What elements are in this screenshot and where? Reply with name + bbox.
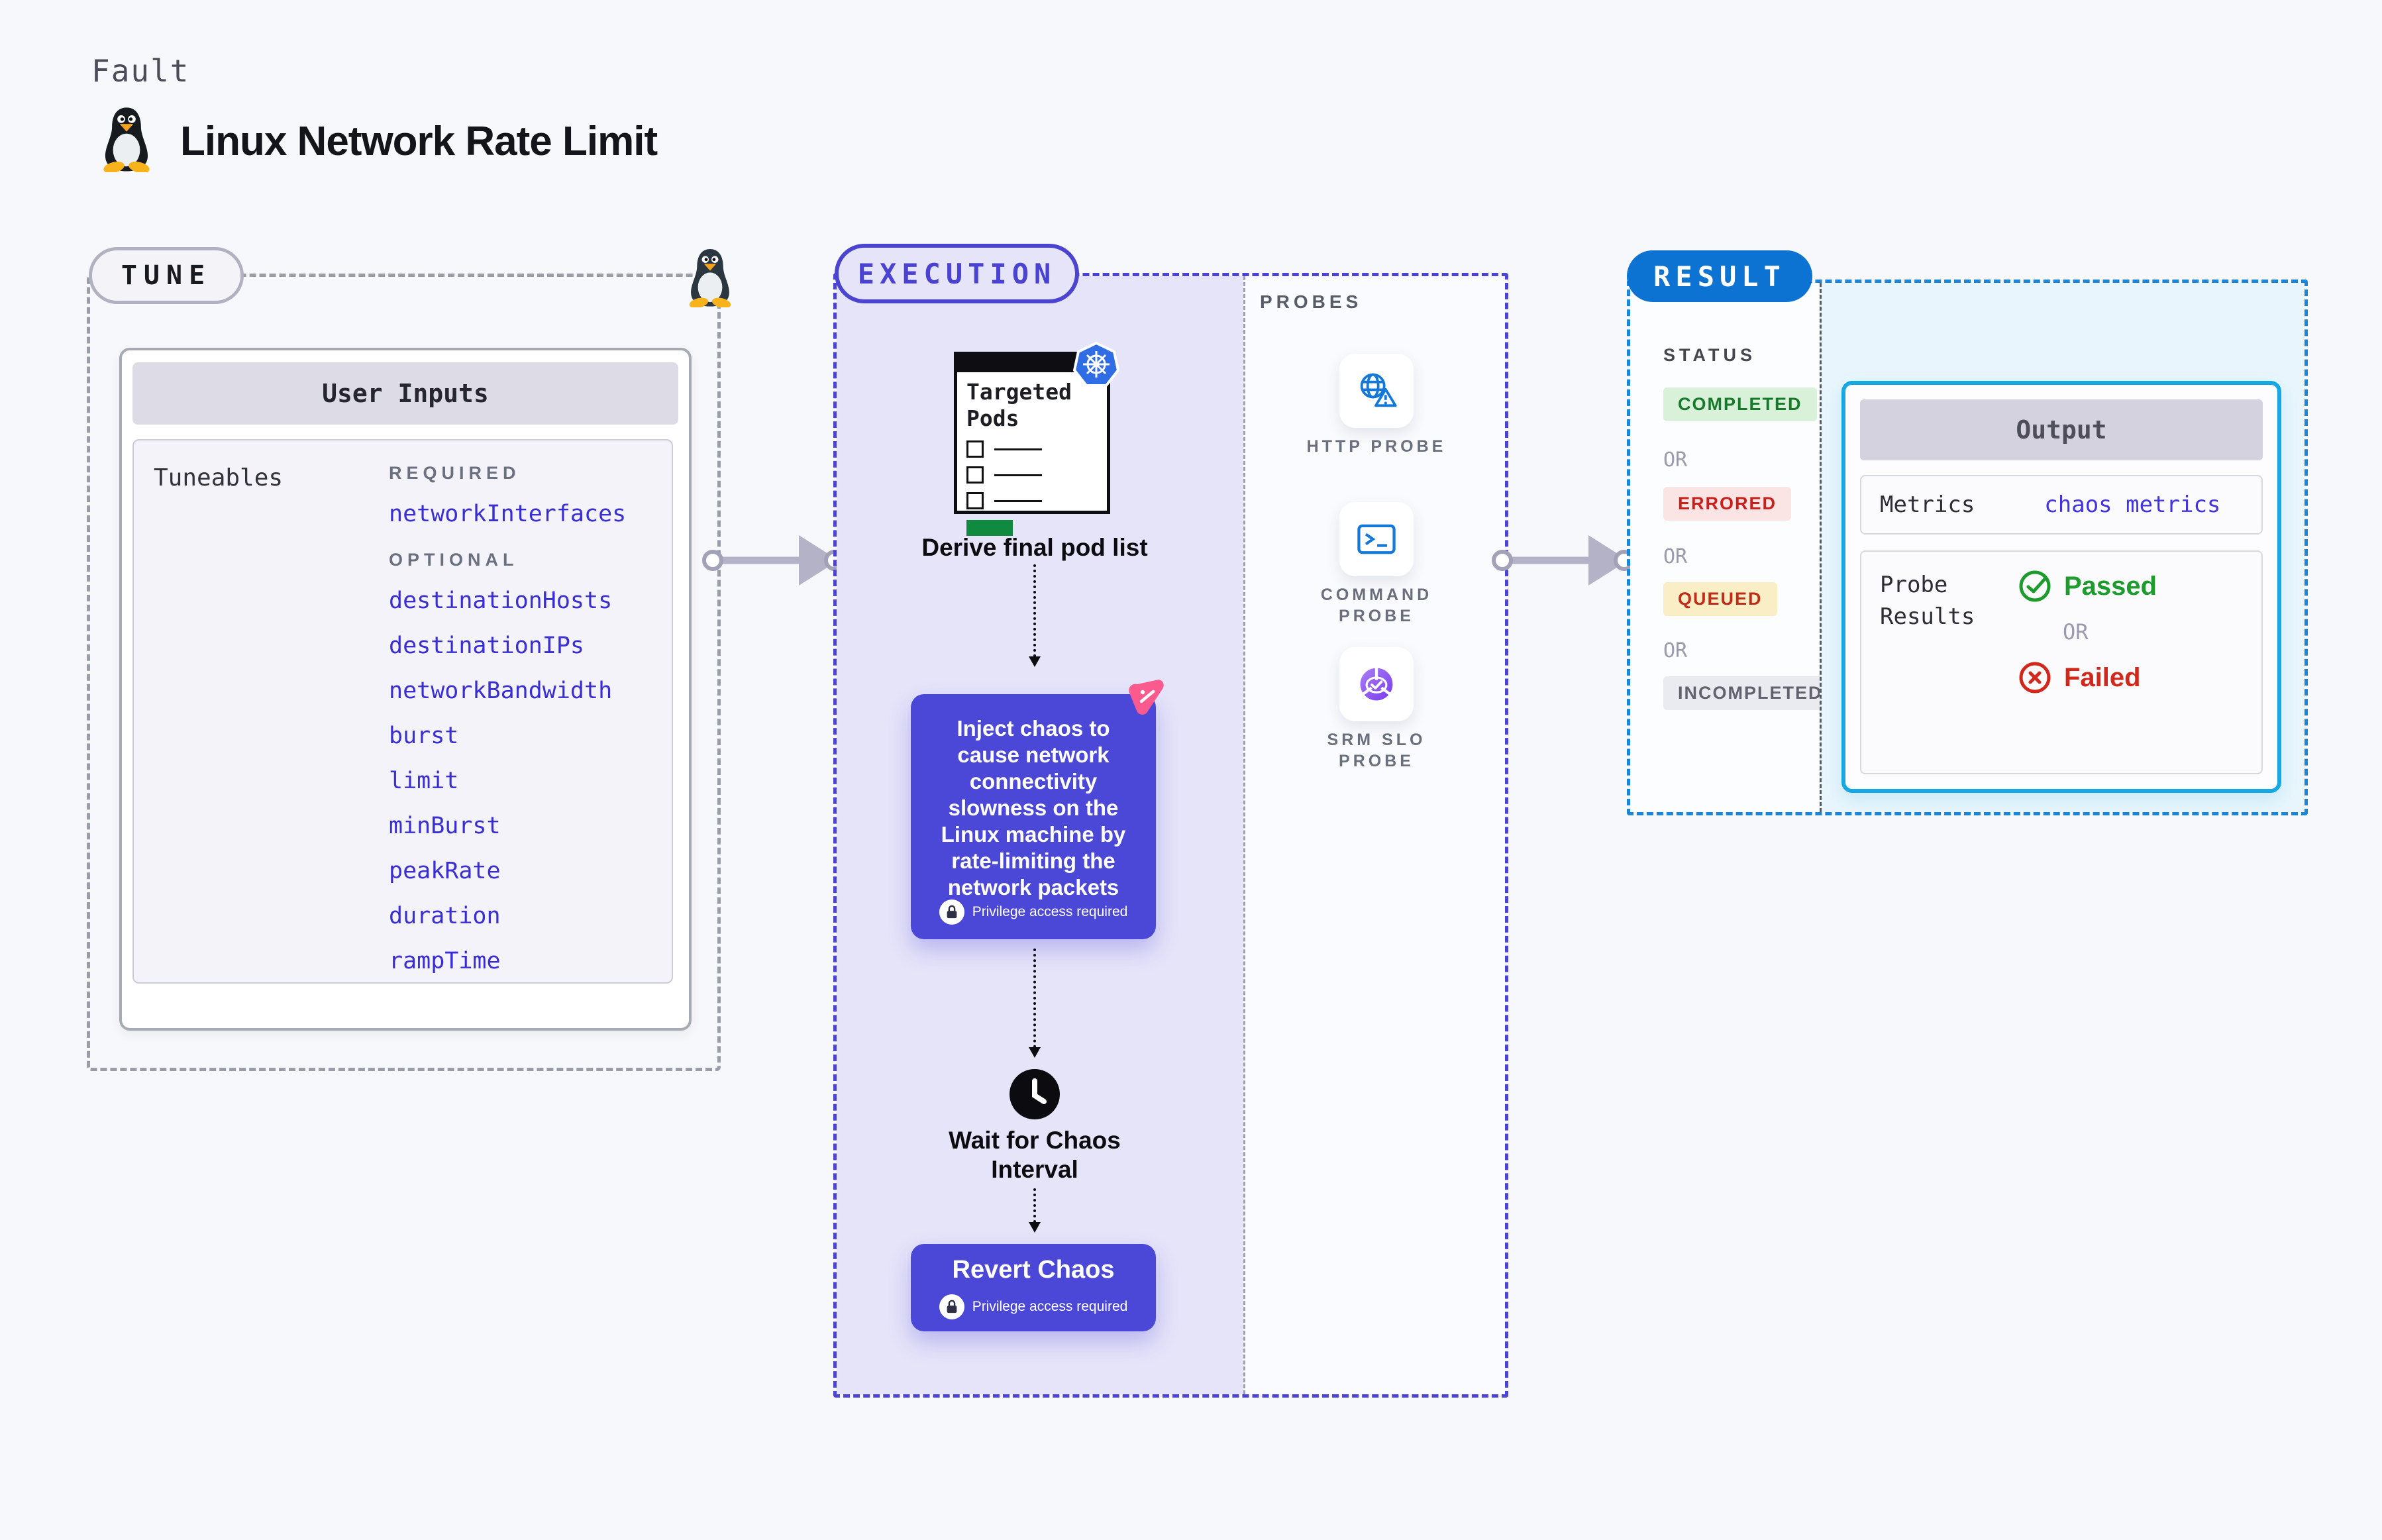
or-separator: OR (1663, 448, 1688, 472)
status-label: STATUS (1663, 345, 1756, 365)
tuneable-link[interactable]: burst (389, 723, 459, 749)
flow-arrow-icon (1492, 535, 1632, 586)
pod-list-item (966, 440, 1098, 458)
or-separator: OR (1663, 639, 1688, 662)
status-badge-errored: ERRORED (1663, 487, 1792, 521)
probes-area (1243, 276, 1505, 1394)
optional-label: OPTIONAL (389, 550, 519, 570)
targeted-pods-window: Targeted Pods (954, 352, 1110, 536)
command-probe-card (1339, 502, 1414, 576)
inject-chaos-card: Inject chaos to cause network connectivi… (911, 694, 1156, 939)
srm-slo-probe-label: SRM SLO PROBE (1327, 731, 1426, 770)
checkbox-icon (966, 440, 984, 458)
tuneable-link[interactable]: destinationHosts (389, 588, 613, 614)
checkbox-icon (966, 466, 984, 484)
page-title: Linux Network Rate Limit (180, 119, 658, 164)
lock-icon (939, 899, 964, 925)
user-inputs-card: User Inputs Tuneables REQUIRED networkIn… (119, 348, 692, 1031)
privilege-row: Privilege access required (911, 1294, 1156, 1319)
tuneable-link[interactable]: networkInterfaces (389, 501, 627, 527)
privilege-label: Privilege access required (972, 1299, 1128, 1314)
srm-slo-probe-card (1339, 647, 1414, 721)
pod-list-item (966, 492, 1098, 509)
tuneable-link[interactable]: duration (389, 903, 501, 929)
pod-line (994, 448, 1042, 450)
revert-chaos-label: Revert Chaos (952, 1256, 1115, 1284)
passed-label: Passed (2064, 571, 2157, 601)
linux-penguin-icon (103, 107, 150, 172)
inject-chaos-text: Inject chaos to cause network connectivi… (941, 716, 1126, 899)
or-separator: OR (2063, 619, 2089, 644)
linux-penguin-icon (689, 248, 731, 307)
pod-list-item (966, 466, 1098, 484)
checkbox-icon (966, 492, 984, 509)
x-circle-icon (2019, 662, 2051, 693)
down-arrow-icon (1029, 949, 1041, 1058)
metrics-label: Metrics (1880, 491, 1975, 518)
output-panel: Output Metrics chaos metrics Probe Resul… (1841, 381, 2281, 793)
status-badge-queued: QUEUED (1663, 582, 1777, 616)
privilege-row: Privilege access required (911, 899, 1156, 925)
chaos-metrics-link[interactable]: chaos metrics (2044, 491, 2221, 518)
pod-line (994, 474, 1042, 476)
status-badge-incompleted: INCOMPLETED (1663, 676, 1838, 710)
tune-section-box (87, 274, 721, 1071)
probe-results-row: Probe Results Passed OR Failed (1860, 550, 2263, 774)
wait-chaos-label: Wait for Chaos Interval (949, 1127, 1121, 1183)
fault-kind-label: Fault (91, 53, 190, 89)
flow-arrow-icon (702, 535, 843, 586)
status-badge-completed: COMPLETED (1663, 387, 1817, 421)
tune-pill: TUNE (89, 247, 244, 304)
tuneable-link[interactable]: minBurst (389, 813, 501, 839)
or-separator: OR (1663, 545, 1688, 568)
tuneables-label: Tuneables (154, 464, 284, 491)
check-circle-icon (2019, 570, 2051, 602)
execution-pill: EXECUTION (835, 244, 1079, 303)
tuneable-link[interactable]: rampTime (389, 948, 501, 974)
command-probe-label: COMMAND PROBE (1320, 586, 1433, 625)
output-title: Output (1860, 399, 2263, 460)
result-pill: RESULT (1627, 250, 1812, 302)
tuneable-link[interactable]: peakRate (389, 858, 501, 884)
tuneable-link[interactable]: limit (389, 768, 459, 794)
lock-icon (939, 1294, 964, 1319)
globe-alert-icon (1360, 373, 1397, 407)
targeted-pods-title: Targeted Pods (966, 379, 1072, 431)
failed-label: Failed (2064, 662, 2141, 692)
probe-results-label: Probe Results (1880, 572, 1975, 630)
terminal-icon (1357, 524, 1396, 554)
tuneable-link[interactable]: networkBandwidth (389, 678, 613, 704)
kubernetes-icon (1073, 342, 1119, 387)
user-inputs-title: User Inputs (132, 362, 678, 425)
http-probe-label: HTTP PROBE (1306, 437, 1447, 456)
tuneables-list: REQUIRED networkInterfaces OPTIONAL dest… (389, 463, 626, 984)
privilege-label: Privilege access required (972, 904, 1128, 919)
clock-icon (1010, 1069, 1060, 1119)
status-column: STATUS COMPLETED OR ERRORED OR QUEUED OR… (1630, 283, 1838, 812)
down-arrow-icon (1029, 1188, 1041, 1233)
required-label: REQUIRED (389, 463, 521, 483)
chaos-logo-icon (1129, 680, 1164, 715)
tuneables-panel: Tuneables REQUIRED networkInterfaces OPT… (132, 439, 673, 984)
metrics-row: Metrics chaos metrics (1860, 475, 2263, 535)
derive-pod-list-label: Derive final pod list (921, 534, 1148, 561)
pod-line (994, 499, 1042, 502)
probes-section-label: PROBES (1260, 291, 1363, 312)
gauge-check-icon (1360, 668, 1393, 701)
revert-chaos-card: Revert Chaos Privilege access required (911, 1244, 1156, 1331)
http-probe-card (1339, 354, 1414, 428)
down-arrow-icon (1029, 564, 1041, 667)
progress-bar (966, 520, 1013, 536)
tuneable-link[interactable]: destinationIPs (389, 633, 585, 659)
